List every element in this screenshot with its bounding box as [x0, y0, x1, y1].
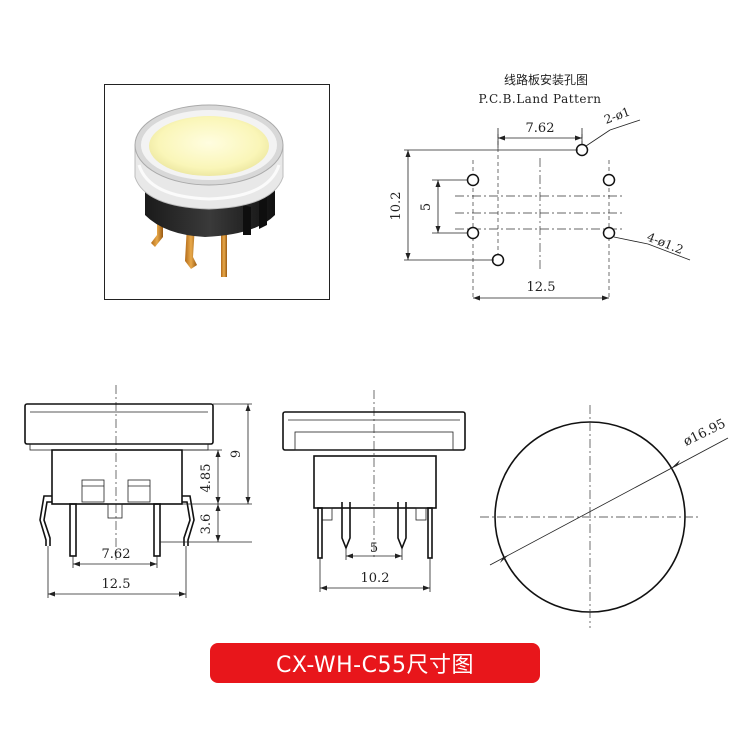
pcb-dim-small-holes: 2-ø1	[602, 105, 632, 127]
pcb-title-en: P.C.B.Land Pattern	[479, 92, 602, 106]
technical-drawing: 线路板安装孔图 P.C.B.Land Pattern 7.62 2-ø1 4-	[24, 72, 728, 628]
pcb-hole-large	[466, 173, 480, 187]
pcb-dim-bottom: 12.5	[527, 280, 556, 295]
top-dim-diameter: ø16.95	[681, 416, 728, 449]
side-view: 5 10.2	[282, 390, 466, 592]
top-view: ø16.95	[480, 405, 728, 628]
front-dim-body: 4.85	[199, 464, 214, 493]
side-dim-pin-pitch: 5	[370, 541, 378, 556]
front-dim-pin-pitch: 7.62	[102, 547, 131, 562]
front-dim-pin: 3.6	[199, 514, 214, 535]
pcb-dim-top: 7.62	[526, 121, 555, 136]
model-banner: CX-WH-C55尺寸图	[210, 643, 540, 683]
pcb-dim-height: 10.2	[389, 192, 404, 221]
pcb-hole-small	[491, 253, 505, 267]
front-view: 9 4.85 3.6 7.62 12.5	[24, 385, 252, 598]
side-dim-width: 10.2	[361, 571, 390, 586]
product-illustration	[134, 104, 284, 277]
pcb-hole-small	[575, 143, 589, 157]
pcb-dim-inner: 5	[419, 203, 434, 211]
front-dim-width: 12.5	[102, 577, 131, 592]
pcb-hole-large	[602, 226, 616, 240]
pcb-land-pattern: 线路板安装孔图 P.C.B.Land Pattern 7.62 2-ø1 4-	[389, 72, 691, 301]
pcb-hole-large	[466, 226, 480, 240]
front-dim-total-height: 9	[229, 450, 244, 458]
pcb-dim-large-holes: 4-ø1.2	[645, 230, 685, 257]
pcb-hole-large	[602, 173, 616, 187]
product-photo	[104, 84, 330, 300]
pcb-title-cn: 线路板安装孔图	[504, 72, 588, 87]
